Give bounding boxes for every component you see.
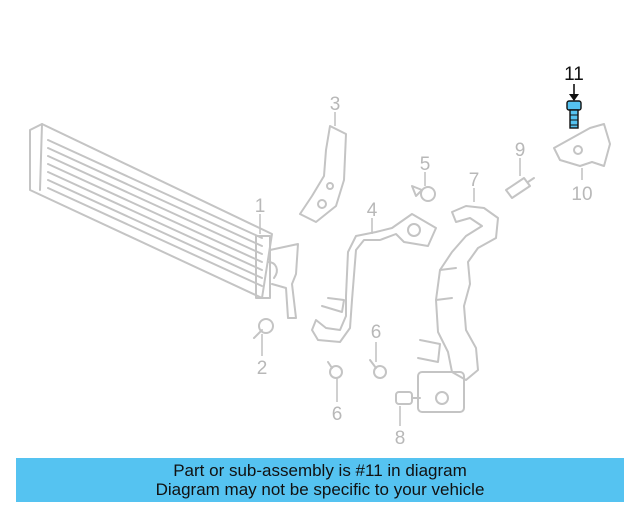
banner-line-disclaimer: Diagram may not be specific to your vehi…: [155, 480, 485, 499]
bracket-part-3: [299, 125, 347, 223]
bolt-part-5: [411, 185, 436, 202]
callout-10: 10: [571, 184, 592, 205]
highlighted-bolt-part-11[interactable]: [566, 100, 582, 129]
bolt-part-6-upper: [369, 359, 387, 379]
info-banner: Part or sub-assembly is #11 in diagram D…: [16, 458, 624, 502]
callout-6-lower: 6: [332, 404, 343, 425]
callout-3: 3: [330, 94, 341, 115]
bolt-part-2: [253, 318, 274, 339]
callout-7: 7: [469, 170, 480, 191]
callout-9: 9: [515, 140, 526, 161]
banner-line-part-number: Part or sub-assembly is #11 in diagram: [173, 461, 467, 480]
bolt-part-6-lower: [327, 361, 343, 379]
bracket-part-10: [553, 123, 611, 167]
callout-6-upper: 6: [371, 322, 382, 343]
bolt-part-9: [505, 177, 535, 199]
radiator-core: [29, 123, 299, 319]
leader-lines: [259, 84, 583, 426]
callout-4: 4: [367, 200, 378, 221]
cooler-line-part-4: [311, 213, 437, 343]
callout-1: 1: [255, 196, 266, 217]
callout-11: 11: [564, 64, 584, 85]
callout-2: 2: [257, 358, 268, 379]
bolt-part-8: [395, 391, 421, 405]
callout-8: 8: [395, 428, 406, 449]
hose-part-7: [417, 205, 499, 413]
callout-5: 5: [420, 154, 431, 175]
